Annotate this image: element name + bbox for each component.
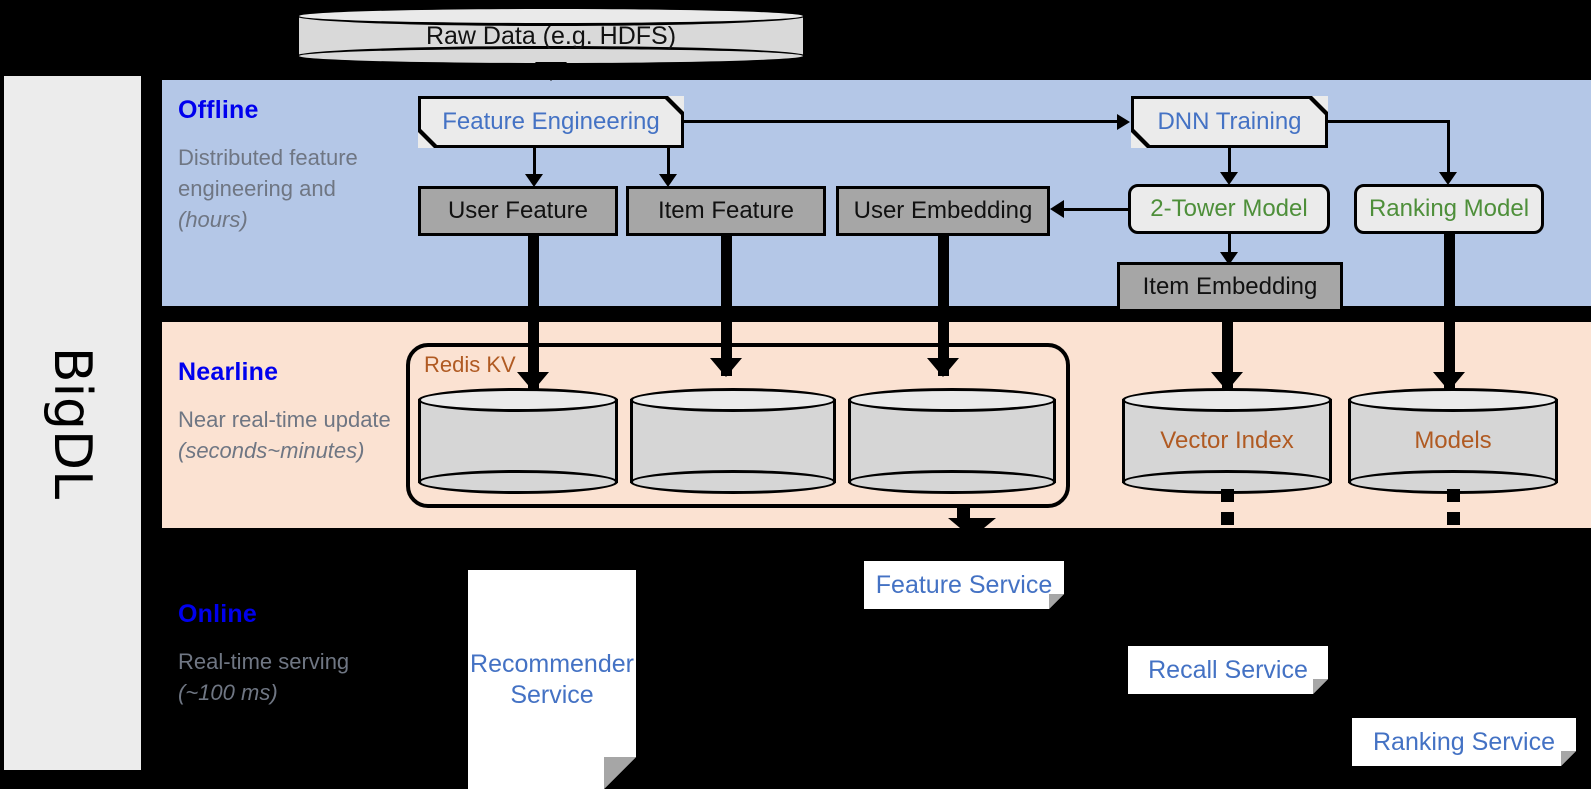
item-feature-box[interactable]: Item Feature — [626, 186, 826, 236]
connector-stub-models-1 — [1447, 489, 1460, 502]
pipe-rankingmodel-models — [1444, 234, 1455, 390]
item-embedding-label: Item Embedding — [1142, 273, 1318, 300]
cylinder-body — [1348, 399, 1558, 483]
cylinder-bottom — [848, 470, 1056, 494]
raw-data-label: Raw Data (e.g. HDFS) — [425, 21, 677, 50]
models-label: Models — [1414, 427, 1492, 454]
document-fold-corner — [1313, 679, 1328, 694]
redis-kv-container — [406, 343, 1070, 508]
arrowhead-twotower-itememb — [1220, 252, 1238, 265]
cylinder-top — [418, 388, 618, 412]
arrowhead-itemfeature-store — [710, 358, 742, 377]
bigdl-label: BigDL — [42, 346, 103, 500]
connector-stub-vectorindex-2 — [1221, 512, 1234, 525]
document-fold-corner — [604, 757, 636, 789]
band-online-title: Online — [178, 600, 257, 628]
item-embedding-box[interactable]: Item Embedding — [1117, 262, 1343, 312]
cylinder-bottom — [630, 470, 836, 494]
connector-stub-models-2 — [1447, 512, 1460, 525]
ranking-model-box[interactable]: Ranking Model — [1354, 184, 1544, 234]
arrowhead-twotower-userembedding — [1050, 200, 1064, 218]
document-sheet — [1352, 718, 1576, 766]
cylinder-top — [1122, 388, 1332, 412]
connector-dnn-twotower — [1228, 148, 1231, 176]
recall-service-box[interactable]: Recall Service — [1128, 646, 1328, 694]
redis-kv-label: Redis KV — [424, 352, 516, 377]
redis-store-2-label — [630, 388, 836, 494]
band-offline-description: Distributed feature engineering and (hou… — [178, 145, 358, 232]
arrowhead-fe-dnn — [1117, 114, 1130, 130]
document-sheet — [468, 570, 636, 789]
connector-twotower-itememb — [1228, 234, 1231, 258]
vector-index-label: Vector Index — [1160, 427, 1294, 454]
arrowhead-fe-userfeature — [525, 174, 543, 187]
band-online-description: Real-time serving (~100 ms) — [178, 649, 350, 705]
cylinder-body — [848, 399, 1056, 483]
arrowhead-rankingmodel-models — [1433, 372, 1465, 391]
document-sheet — [1128, 646, 1328, 694]
cylinder-top — [296, 6, 806, 26]
arrowhead-redis-featureservice — [948, 518, 996, 538]
feature-service-label: Feature Service — [875, 570, 1053, 599]
user-feature-label: User Feature — [447, 197, 589, 224]
arrowhead-userfeature-store — [517, 372, 549, 391]
dnn-training-label: DNN Training — [1157, 108, 1302, 135]
arrowhead-dnn-ranking — [1439, 172, 1457, 185]
recommender-service-label: Recommender Service — [470, 649, 634, 709]
models-cylinder[interactable]: Models — [1348, 388, 1558, 494]
cylinder-top — [630, 388, 836, 412]
arrowhead-itememb-vectorindex — [1211, 372, 1243, 391]
two-tower-model-box[interactable]: 2-Tower Model — [1128, 184, 1330, 234]
pipe-itemfeature-store — [721, 236, 732, 376]
redis-store-1-label — [418, 388, 618, 494]
band-nearline-title: Nearline — [178, 358, 279, 386]
cylinder-body — [418, 399, 618, 483]
ranking-service-label: Ranking Service — [1372, 727, 1556, 756]
recall-service-label: Recall Service — [1148, 655, 1308, 684]
two-tower-model-label: 2-Tower Model — [1150, 195, 1308, 222]
vector-index-cylinder[interactable]: Vector Index — [1122, 388, 1332, 494]
pipe-itememb-vectorindex — [1222, 312, 1233, 390]
arrowhead-fe-itemfeature — [659, 174, 677, 187]
cylinder-body — [630, 399, 836, 483]
feature-engineering-box[interactable]: Feature Engineering — [418, 96, 684, 148]
redis-store-3-label — [848, 388, 1056, 494]
redis-store-2[interactable] — [630, 388, 836, 494]
feature-service-box[interactable]: Feature Service — [864, 561, 1064, 609]
connector-dnn-ranking-h — [1328, 120, 1450, 123]
cylinder-top — [848, 388, 1056, 412]
document-sheet — [864, 561, 1064, 609]
user-embedding-box[interactable]: User Embedding — [836, 186, 1050, 236]
pipe-userfeature-store — [528, 236, 539, 391]
connector-fe-userfeature — [533, 148, 536, 178]
raw-data-cylinder: Raw Data (e.g. HDFS) — [296, 6, 806, 66]
arrowhead-rawdata-fe — [535, 62, 567, 81]
cylinder-top — [1348, 388, 1558, 412]
ranking-service-box[interactable]: Ranking Service — [1352, 718, 1576, 766]
recommender-service-box[interactable]: Recommender Service — [468, 570, 636, 789]
cylinder-body — [1122, 399, 1332, 483]
user-embedding-label: User Embedding — [853, 197, 1033, 224]
connector-fe-itemfeature — [667, 148, 670, 178]
pipe-userembedding-store — [938, 236, 949, 376]
dnn-training-box[interactable]: DNN Training — [1131, 96, 1328, 148]
item-feature-label: Item Feature — [657, 197, 795, 224]
ranking-model-label: Ranking Model — [1368, 195, 1530, 222]
user-feature-box[interactable]: User Feature — [418, 186, 618, 236]
connector-stub-redis-featureservice — [957, 506, 970, 519]
bigdl-sidebar: BigDL — [4, 76, 141, 770]
connector-fe-dnn — [684, 120, 1117, 123]
connector-stub-vectorindex-1 — [1221, 489, 1234, 502]
document-fold-corner — [1561, 751, 1576, 766]
cylinder-bottom — [418, 470, 618, 494]
arrowhead-userembedding-store — [927, 358, 959, 377]
arrowhead-dnn-twotower — [1220, 172, 1238, 185]
connector-twotower-userembedding — [1064, 208, 1130, 211]
band-nearline-description: Near real-time update (seconds~minutes) — [178, 407, 391, 463]
band-offline-title: Offline — [178, 96, 259, 124]
redis-store-1[interactable] — [418, 388, 618, 494]
connector-dnn-ranking-v — [1447, 120, 1450, 176]
feature-engineering-label: Feature Engineering — [442, 108, 660, 135]
redis-store-3[interactable] — [848, 388, 1056, 494]
